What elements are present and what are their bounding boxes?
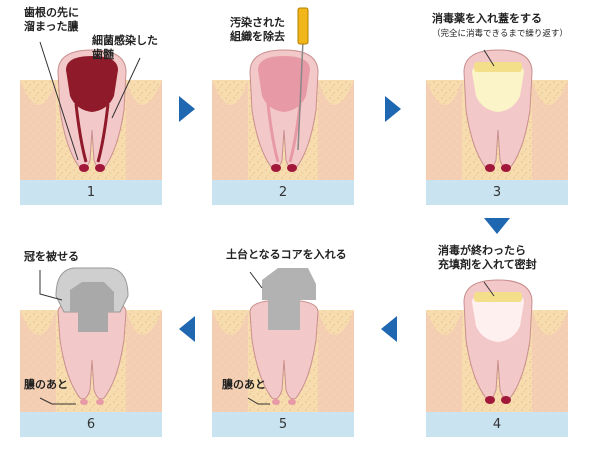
abscess-4b xyxy=(501,396,511,404)
arrow-right-1-2 xyxy=(179,96,195,122)
arrow-left-4-5 xyxy=(381,316,397,342)
file-instrument-shaft xyxy=(297,39,304,151)
panel-3 xyxy=(426,49,568,180)
abscess-1a xyxy=(79,164,89,172)
abscess-trace-5b xyxy=(288,399,296,405)
panel-1 xyxy=(20,41,162,180)
abscess-2b xyxy=(287,164,297,172)
label-repeat-note: （完全に消毒できるまで繰り返す） xyxy=(432,29,568,39)
abscess-2a xyxy=(271,164,281,172)
step-number-2: 2 xyxy=(212,180,354,205)
label-place-crown: 冠を被せる xyxy=(24,250,79,263)
label-infected-pulp: 細菌感染した 歯髄 xyxy=(92,34,158,61)
label-disinfect-and-cap: 消毒薬を入れ蓋をする xyxy=(432,12,542,25)
label-pus-trace-5: 膿のあと xyxy=(222,378,266,391)
core-5 xyxy=(262,268,316,300)
abscess-4a xyxy=(485,396,495,404)
step-number-3: 3 xyxy=(426,180,568,205)
panel-2 xyxy=(212,7,354,180)
step-number-6: 6 xyxy=(20,412,162,437)
step-number-1: 1 xyxy=(20,180,162,205)
abscess-3a xyxy=(485,164,495,172)
label-remove-tissue: 汚染された 組織を除去 xyxy=(230,16,285,43)
panel-5 xyxy=(212,268,354,412)
panel-6 xyxy=(20,267,162,412)
label-insert-core: 土台となるコアを入れる xyxy=(226,248,347,261)
cleaned-pulp-2 xyxy=(258,56,310,112)
abscess-trace-6a xyxy=(80,399,88,405)
step-number-5: 5 xyxy=(212,412,354,437)
step-number-4: 4 xyxy=(426,412,568,437)
arrow-left-5-6 xyxy=(179,316,195,342)
filled-canal-4 xyxy=(472,292,524,342)
seal-4 xyxy=(474,292,522,302)
abscess-trace-5a xyxy=(272,399,280,405)
label-pus-trace-6: 膿のあと xyxy=(24,378,68,391)
arrow-right-2-3 xyxy=(385,96,401,122)
abscess-1b xyxy=(95,164,105,172)
label-pus-at-root: 歯根の先に 溜まった膿 xyxy=(24,6,79,33)
label-fill-and-seal: 消毒が終わったら 充填剤を入れて密封 xyxy=(438,244,537,271)
file-instrument-handle xyxy=(297,7,309,45)
temporary-seal-3 xyxy=(474,62,522,72)
disinfectant-3 xyxy=(472,62,524,112)
abscess-trace-6b xyxy=(96,399,104,405)
arrow-down-3-4 xyxy=(484,218,510,234)
panel-4 xyxy=(426,279,568,412)
abscess-3b xyxy=(501,164,511,172)
infected-pulp-1 xyxy=(66,56,118,112)
